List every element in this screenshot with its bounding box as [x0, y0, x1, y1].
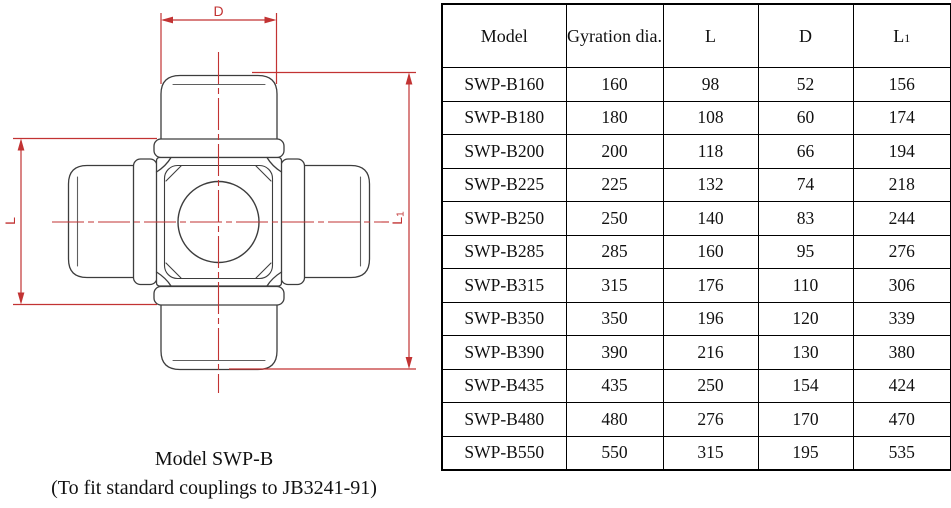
- header-d: D: [757, 3, 854, 68]
- cell-l1: 339: [852, 301, 951, 336]
- header-l: L: [662, 3, 759, 68]
- centerlines: [52, 52, 389, 393]
- cell-d: 95: [757, 234, 854, 269]
- universal-joint-diagram: D L L1: [2, 3, 416, 393]
- cell-d: 52: [757, 67, 854, 102]
- cell-model: SWP-B200: [441, 134, 567, 169]
- cell-l: 132: [662, 167, 759, 202]
- cell-gyration: 315: [565, 268, 664, 303]
- cell-l: 276: [662, 402, 759, 437]
- table-row: SWP-B350 350 196 120 339: [441, 301, 951, 336]
- table-row: SWP-B180 180 108 60 174: [441, 100, 951, 135]
- table-row: SWP-B435 435 250 154 424: [441, 368, 951, 403]
- cell-d: 195: [757, 435, 854, 471]
- cell-d: 74: [757, 167, 854, 202]
- cell-d: 154: [757, 368, 854, 403]
- cell-l: 118: [662, 134, 759, 169]
- cell-l1: 174: [852, 100, 951, 135]
- cell-gyration: 435: [565, 368, 664, 403]
- cell-model: SWP-B180: [441, 100, 567, 135]
- cell-d: 120: [757, 301, 854, 336]
- table-row: SWP-B315 315 176 110 306: [441, 268, 951, 303]
- cell-gyration: 180: [565, 100, 664, 135]
- table-row: SWP-B390 390 216 130 380: [441, 335, 951, 370]
- table-row: SWP-B160 160 98 52 156: [441, 67, 951, 102]
- cell-l: 196: [662, 301, 759, 336]
- caption-model-name: Model SWP-B: [154, 448, 274, 470]
- cell-l1: 218: [852, 167, 951, 202]
- header-model: Model: [441, 3, 567, 68]
- cell-d: 130: [757, 335, 854, 370]
- dimension-d: [160, 13, 278, 84]
- header-row: Model Gyration dia. L D L1: [441, 3, 951, 68]
- cell-l1: 380: [852, 335, 951, 370]
- cell-model: SWP-B390: [441, 335, 567, 370]
- cell-l: 160: [662, 234, 759, 269]
- cell-model: SWP-B315: [441, 268, 567, 303]
- cell-d: 110: [757, 268, 854, 303]
- dimension-l-label: L: [2, 217, 18, 225]
- table-row: SWP-B480 480 276 170 470: [441, 402, 951, 437]
- cell-l1: 156: [852, 67, 951, 102]
- cell-model: SWP-B480: [441, 402, 567, 437]
- cell-d: 66: [757, 134, 854, 169]
- dimension-l1-label: L1: [389, 211, 407, 225]
- cell-l1: 306: [852, 268, 951, 303]
- cell-l1: 244: [852, 201, 951, 236]
- spec-table-container: Model Gyration dia. L D L1 SWP-B160 160 …: [441, 3, 951, 471]
- cell-gyration: 350: [565, 301, 664, 336]
- cell-l1: 194: [852, 134, 951, 169]
- cell-model: SWP-B225: [441, 167, 567, 202]
- table-row: SWP-B250 250 140 83 244: [441, 201, 951, 236]
- cell-l: 315: [662, 435, 759, 471]
- caption-fit-note: (To fit standard couplings to JB3241-91): [51, 477, 377, 499]
- cell-gyration: 225: [565, 167, 664, 202]
- spec-table: Model Gyration dia. L D L1 SWP-B160 160 …: [441, 3, 951, 471]
- cell-gyration: 285: [565, 234, 664, 269]
- cell-gyration: 200: [565, 134, 664, 169]
- cell-model: SWP-B550: [441, 435, 567, 471]
- cell-l: 108: [662, 100, 759, 135]
- cell-l: 216: [662, 335, 759, 370]
- table-row: SWP-B200 200 118 66 194: [441, 134, 951, 169]
- dimension-l1: [229, 71, 416, 370]
- cell-d: 83: [757, 201, 854, 236]
- cell-l: 140: [662, 201, 759, 236]
- table-row: SWP-B225 225 132 74 218: [441, 167, 951, 202]
- cell-model: SWP-B285: [441, 234, 567, 269]
- cell-gyration: 250: [565, 201, 664, 236]
- cell-model: SWP-B160: [441, 67, 567, 102]
- header-gyration-dia: Gyration dia.: [565, 3, 664, 68]
- corner-fillets: [155, 156, 283, 287]
- cell-l1: 470: [852, 402, 951, 437]
- diagram-caption: Model SWP-B (To fit standard couplings t…: [0, 446, 428, 501]
- cell-gyration: 160: [565, 67, 664, 102]
- cell-gyration: 390: [565, 335, 664, 370]
- dimension-d-label: D: [213, 3, 223, 19]
- table-row: SWP-B285 285 160 95 276: [441, 234, 951, 269]
- cell-model: SWP-B350: [441, 301, 567, 336]
- cell-l1: 535: [852, 435, 951, 471]
- cell-model: SWP-B435: [441, 368, 567, 403]
- cell-l: 98: [662, 67, 759, 102]
- cell-l: 250: [662, 368, 759, 403]
- dimension-l: [13, 137, 157, 306]
- cell-d: 170: [757, 402, 854, 437]
- cell-l1: 424: [852, 368, 951, 403]
- cell-gyration: 480: [565, 402, 664, 437]
- cell-gyration: 550: [565, 435, 664, 471]
- cell-l: 176: [662, 268, 759, 303]
- cell-l1: 276: [852, 234, 951, 269]
- header-l1: L1: [852, 3, 951, 68]
- cell-d: 60: [757, 100, 854, 135]
- table-row: SWP-B550 550 315 195 535: [441, 435, 951, 471]
- cell-model: SWP-B250: [441, 201, 567, 236]
